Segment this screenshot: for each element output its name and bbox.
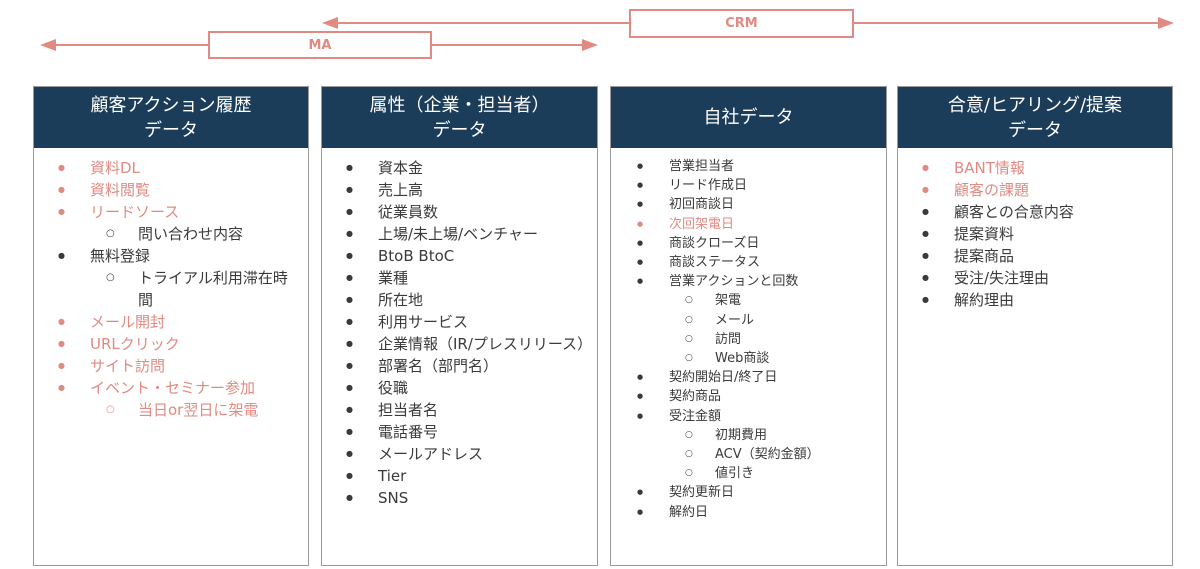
list-item: 解約理由 <box>898 289 1172 311</box>
list-item: Tier <box>322 465 597 487</box>
column-list: 資料DL資料閲覧リードソース問い合わせ内容無料登録トライアル利用滞在時間メール開… <box>34 148 308 421</box>
list-item: 営業アクションと回数 <box>611 272 886 291</box>
column-company-data: 自社データ 営業担当者リード作成日初回商談日次回架電日商談クローズ日商談ステータ… <box>610 86 887 566</box>
list-item: 契約開始日/終了日 <box>611 368 886 387</box>
column-title-line: 自社データ <box>703 107 794 128</box>
list-item: リード作成日 <box>611 176 886 195</box>
column-title-line: 属性（企業・担当者） <box>369 94 550 116</box>
list-item: URLクリック <box>34 333 308 355</box>
crm-arrow-right-head <box>1158 17 1174 29</box>
list-item: 解約日 <box>611 503 886 522</box>
list-item: メールアドレス <box>322 443 597 465</box>
list-item: 電話番号 <box>322 421 597 443</box>
column-list: 営業担当者リード作成日初回商談日次回架電日商談クローズ日商談ステータス営業アクシ… <box>611 148 886 522</box>
list-item: BANT情報 <box>898 157 1172 179</box>
crm-range-label: CRM <box>629 9 854 38</box>
sub-list-item: 架電 <box>611 291 886 310</box>
list-item: メール開封 <box>34 311 308 333</box>
ma-arrow-left-head <box>40 39 56 51</box>
list-item: 業種 <box>322 267 597 289</box>
list-item: BtoB BtoC <box>322 245 597 267</box>
list-item: 部署名（部門名） <box>322 355 597 377</box>
column-title-line: データ <box>432 119 487 141</box>
list-item: 受注金額 <box>611 407 886 426</box>
sub-list-item: 初期費用 <box>611 426 886 445</box>
column-header: 自社データ <box>611 87 886 148</box>
list-item: 商談クローズ日 <box>611 234 886 253</box>
list-item: サイト訪問 <box>34 355 308 377</box>
column-title: 顧客アクション履歴 データ <box>90 93 251 143</box>
sub-list-item: 値引き <box>611 464 886 483</box>
list-item: 契約商品 <box>611 387 886 406</box>
column-header: 合意/ヒアリング/提案 データ <box>898 87 1172 148</box>
list-item: 顧客との合意内容 <box>898 201 1172 223</box>
list-item: リードソース <box>34 201 308 223</box>
list-item: 資料DL <box>34 157 308 179</box>
list-item: 顧客の課題 <box>898 179 1172 201</box>
list-item: 無料登録 <box>34 245 308 267</box>
list-item: 契約更新日 <box>611 483 886 502</box>
list-item: 所在地 <box>322 289 597 311</box>
ma-arrow-right-head <box>582 39 598 51</box>
column-title: 合意/ヒアリング/提案 データ <box>948 93 1122 143</box>
list-item: 提案資料 <box>898 223 1172 245</box>
list-item: 受注/失注理由 <box>898 267 1172 289</box>
sub-list-item: Web商談 <box>611 349 886 368</box>
sub-list-item: 問い合わせ内容 <box>34 223 308 245</box>
list-item: 役職 <box>322 377 597 399</box>
column-attribute-data: 属性（企業・担当者） データ 資本金売上高従業員数上場/未上場/ベンチャーBto… <box>321 86 598 566</box>
list-item: 商談ステータス <box>611 253 886 272</box>
column-title: 自社データ <box>704 105 794 130</box>
list-item: SNS <box>322 487 597 509</box>
column-list: BANT情報顧客の課題顧客との合意内容提案資料提案商品受注/失注理由解約理由 <box>898 148 1172 311</box>
column-title-line: 顧客アクション履歴 <box>90 94 252 116</box>
column-list: 資本金売上高従業員数上場/未上場/ベンチャーBtoB BtoC業種所在地利用サー… <box>322 148 597 509</box>
list-item: 資本金 <box>322 157 597 179</box>
column-title: 属性（企業・担当者） データ <box>370 93 550 143</box>
list-item: 次回架電日 <box>611 215 886 234</box>
sub-list-item: トライアル利用滞在時間 <box>34 267 308 311</box>
list-item: イベント・セミナー参加 <box>34 377 308 399</box>
sub-list-item: ACV（契約金額） <box>611 445 886 464</box>
column-customer-action-history: 顧客アクション履歴 データ 資料DL資料閲覧リードソース問い合わせ内容無料登録ト… <box>33 86 309 566</box>
sub-list-item: 訪問 <box>611 330 886 349</box>
list-item: 担当者名 <box>322 399 597 421</box>
column-title-line: データ <box>143 119 198 141</box>
column-header: 属性（企業・担当者） データ <box>322 87 597 148</box>
list-item: 従業員数 <box>322 201 597 223</box>
list-item: 初回商談日 <box>611 195 886 214</box>
column-header: 顧客アクション履歴 データ <box>34 87 308 148</box>
crm-arrow-left-head <box>322 17 338 29</box>
ma-range-label: MA <box>208 31 432 59</box>
list-item: 利用サービス <box>322 311 597 333</box>
range-arrows <box>40 17 1174 51</box>
list-item: 提案商品 <box>898 245 1172 267</box>
list-item: 営業担当者 <box>611 157 886 176</box>
column-title-line: データ <box>1007 119 1062 141</box>
list-item: 売上高 <box>322 179 597 201</box>
list-item: 資料閲覧 <box>34 179 308 201</box>
column-title-line: 合意/ヒアリング/提案 <box>947 94 1123 116</box>
list-item: 企業情報（IR/プレスリリース） <box>322 333 597 355</box>
list-item: 上場/未上場/ベンチャー <box>322 223 597 245</box>
column-agreement-proposal-data: 合意/ヒアリング/提案 データ BANT情報顧客の課題顧客との合意内容提案資料提… <box>897 86 1173 566</box>
sub-list-item: メール <box>611 311 886 330</box>
sub-list-item: 当日or翌日に架電 <box>34 399 308 421</box>
